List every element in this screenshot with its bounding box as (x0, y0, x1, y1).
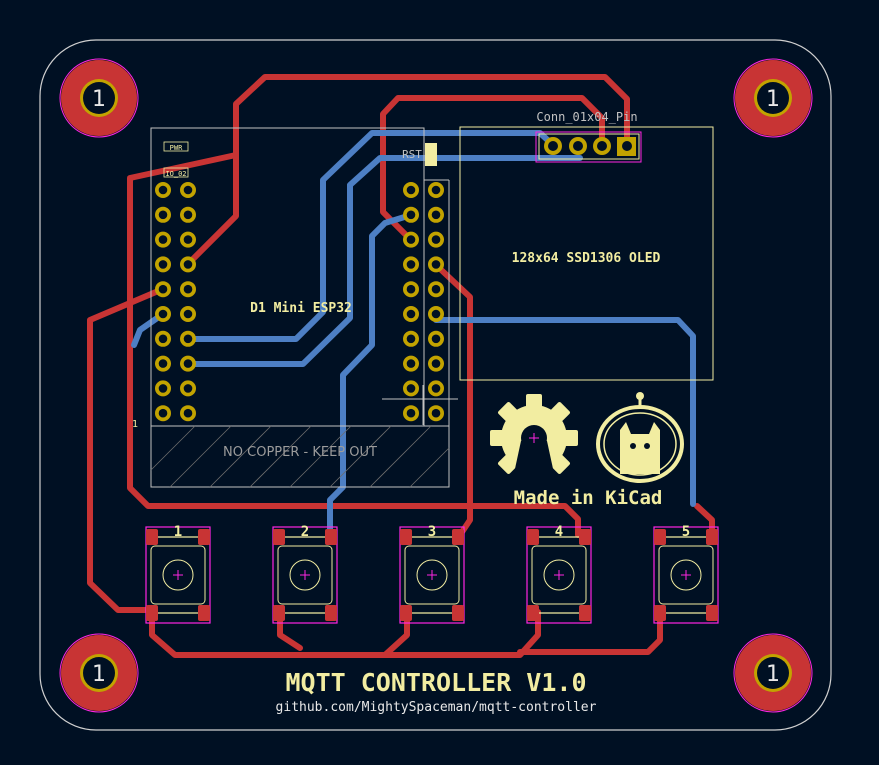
header-pin-pad (155, 330, 171, 347)
switch-label: 5 (682, 524, 690, 540)
header-pin-pad (180, 256, 196, 273)
header-pin-pad (155, 182, 171, 198)
module-outline-lower (150, 425, 450, 488)
header-pin-pad (403, 405, 419, 422)
board-title: MQTT CONTROLLER V1.0 (285, 668, 586, 697)
tactile-switch: 1 (145, 524, 211, 624)
connector-label: Conn_01x04_Pin (536, 110, 637, 124)
keepout-label: NO COPPER - KEEP OUT (223, 445, 377, 460)
mounting-hole: 1 (59, 58, 139, 138)
keepout-hatch (150, 425, 450, 488)
repo-url: github.com/MightySpaceman/mqtt-controlle… (276, 700, 597, 715)
board-outline (39, 39, 832, 731)
connector-courtyard (535, 131, 642, 163)
header-pin-pad (155, 380, 171, 397)
header-pin-pad (403, 281, 419, 298)
mounting-hole-label: 1 (766, 87, 780, 112)
header-pin-pad (428, 355, 444, 372)
esp32-module: NO COPPER - KEEP OUT D1 Mini ESP32 PWR I… (132, 127, 458, 488)
header-pin-pad (428, 231, 444, 248)
oled-footprint: 128x64 SSD1306 OLED Conn_01x04_Pin (459, 110, 714, 381)
rst-label: RST (402, 148, 422, 161)
header-pin-pad (403, 380, 419, 397)
switch-row: 1 2 3 4 5 (145, 524, 719, 624)
header-pin-pad (180, 405, 196, 422)
connector-pads (544, 137, 636, 156)
mounting-hole: 1 (59, 633, 139, 713)
header-pin-pad (180, 306, 196, 322)
header-pin-pad (428, 380, 444, 397)
header-pin-pad (180, 182, 196, 198)
header-pin-pad (180, 206, 196, 223)
header-pin-pad (403, 206, 419, 223)
header-pin-pad (155, 355, 171, 372)
tactile-switch: 4 (526, 524, 592, 624)
header-pin-pad (403, 182, 419, 198)
header-pin-pad (180, 281, 196, 298)
header-pin-pad (428, 206, 444, 223)
module-label: D1 Mini ESP32 (250, 301, 352, 316)
mounting-hole-label: 1 (92, 87, 106, 112)
header-pin-pad (155, 281, 171, 298)
header-pin-pad (428, 182, 444, 198)
connector-pin-pad (569, 137, 587, 155)
header-pin-pad (155, 405, 171, 422)
kicad-cat-logo-icon (596, 392, 684, 483)
mounting-hole: 1 (733, 633, 813, 713)
header-pin-pad (155, 306, 171, 322)
oled-label: 128x64 SSD1306 OLED (512, 251, 661, 266)
mounting-hole: 1 (733, 58, 813, 138)
tactile-switch: 2 (272, 524, 338, 624)
header-pin-pad (180, 380, 196, 397)
header-pin-pad (180, 231, 196, 248)
header-pin-pad (403, 256, 419, 273)
header-pin-pad (428, 281, 444, 298)
header-pads (155, 182, 444, 422)
header-pin-pad (403, 355, 419, 372)
made-in-kicad-label: Made in KiCad (514, 487, 663, 509)
pin1-marker: 1 (132, 419, 138, 430)
switch-label: 4 (555, 524, 563, 540)
header-pin-pad (155, 206, 171, 223)
oled-outline (459, 126, 714, 381)
header-pin-pad (403, 231, 419, 248)
switch-label: 1 (174, 524, 182, 540)
mounting-holes: 1 1 1 1 (59, 58, 813, 713)
connector-pin-pad (593, 137, 611, 155)
header-pin-pad (403, 306, 419, 322)
connector-pin-pad (544, 137, 562, 155)
pwr-label: PWR (170, 144, 183, 152)
header-pin-pad (428, 405, 444, 422)
switch-label: 3 (428, 524, 436, 540)
io-label: IO_02 (165, 170, 186, 178)
header-pin-pad (180, 355, 196, 372)
switch-label: 2 (301, 524, 309, 540)
back-copper-traces (131, 130, 696, 538)
header-pin-pad (428, 330, 444, 347)
tactile-switch: 5 (653, 524, 719, 624)
open-hardware-gear-icon (490, 394, 578, 478)
header-pin-pad (428, 256, 444, 273)
mounting-hole-label: 1 (92, 662, 106, 687)
mounting-hole-label: 1 (766, 662, 780, 687)
connector-pin1-pad (617, 137, 636, 156)
header-pin-pad (403, 330, 419, 347)
header-pin-pad (155, 256, 171, 273)
header-pin-pad (428, 306, 444, 322)
tactile-switch: 3 (399, 524, 465, 624)
header-pin-pad (180, 330, 196, 347)
header-pin-pad (155, 231, 171, 248)
rst-pad (425, 143, 437, 166)
